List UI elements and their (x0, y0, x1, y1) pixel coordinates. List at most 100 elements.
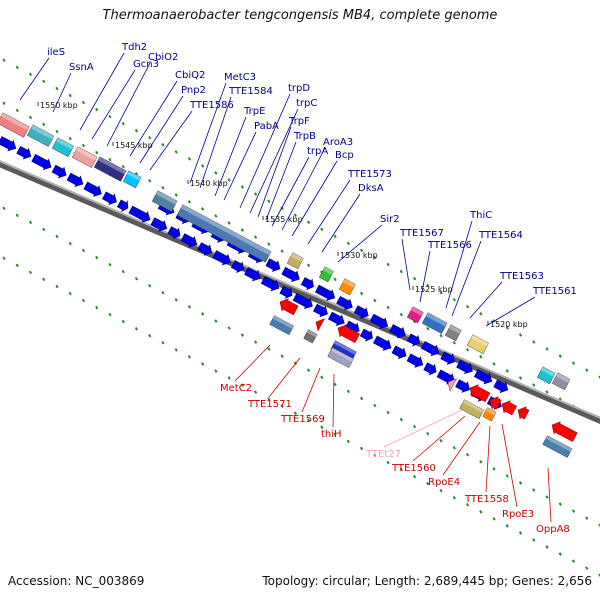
reverse-gene-label: TTE1571 (247, 399, 292, 410)
guide-dot (267, 242, 271, 246)
forward-gene-arrow-shape (83, 181, 102, 197)
gene-block-rect (71, 146, 98, 168)
gene-block-gloss (540, 366, 556, 377)
gene-block (303, 329, 318, 344)
forward-gene-arrow-shape (167, 226, 181, 240)
guide-dot (55, 129, 59, 134)
gene-features (0, 112, 578, 458)
guide-dot (439, 290, 443, 295)
gene-block (318, 266, 334, 283)
guide-dot (465, 305, 470, 309)
scale-tick-label: 1540 kbp (190, 179, 228, 188)
forward-gene-arrow (359, 328, 373, 342)
forward-gene-arrow-shape (328, 311, 345, 326)
forward-gene-label: TTE1563 (499, 271, 544, 282)
guide-dot (293, 411, 297, 415)
genome-backbone (0, 160, 600, 424)
guide-dot (81, 248, 86, 253)
forward-label-leader (199, 96, 232, 189)
guide-dot (15, 65, 19, 70)
guide-dot (161, 186, 165, 190)
guide-dot (571, 509, 576, 513)
guide-dot (214, 369, 218, 373)
forward-gene-arrow (292, 292, 313, 310)
forward-gene-arrow-shape (473, 369, 493, 385)
gene-block-gloss (126, 170, 142, 181)
guide-dot (134, 171, 139, 176)
guide-dot (267, 347, 271, 351)
guide-dot (42, 79, 46, 84)
forward-gene-arrow-shape (180, 233, 198, 248)
gene-block-gloss (410, 306, 424, 316)
guide-dot (68, 136, 72, 141)
guide-dot (254, 235, 258, 239)
guide-dot (373, 403, 377, 408)
map-title: Thermoanaerobacter tengcongensis MB4, co… (102, 8, 498, 23)
scale-tick-label: 1535 kbp (265, 215, 303, 224)
forward-gene-arrow (391, 345, 407, 360)
guide-dot (42, 277, 46, 282)
guide-dot (227, 178, 231, 182)
reverse-gene-label: RpoE3 (502, 509, 534, 520)
guide-dot (359, 291, 364, 296)
reverse-gene-arrow-shape (447, 378, 458, 392)
guide-dot (148, 135, 152, 140)
guide-dot (532, 538, 536, 542)
reverse-label-leader (547, 467, 552, 523)
forward-gene-arrow-shape (456, 359, 473, 375)
guide-dot (333, 277, 337, 282)
forward-gene-arrow-shape (406, 333, 420, 347)
forward-gene-arrow (436, 369, 456, 385)
forward-gene-arrow (265, 258, 281, 272)
scale-tick-label: 1550 kbp (40, 101, 78, 110)
guide-dot (121, 319, 125, 324)
guide-dot (386, 262, 390, 267)
reverse-label-leader (268, 357, 301, 398)
guide-dot (134, 128, 139, 133)
gene-block-gloss (330, 347, 354, 362)
reverse-gene-arrow-shape (489, 396, 502, 410)
guide-dot (399, 312, 403, 317)
forward-gene-arrow (389, 324, 406, 339)
forward-gene-label: AroA3 (323, 137, 353, 148)
guide-dot (518, 333, 523, 337)
guide-dot (307, 368, 311, 373)
guide-dot (452, 297, 456, 302)
guide-dot (134, 326, 139, 331)
forward-gene-arrow (328, 311, 345, 326)
gene-block-rect (327, 347, 354, 368)
scale-tick-label: 1545 kbp (115, 141, 153, 150)
guide-dot (439, 438, 443, 443)
forward-gene-arrow-shape (51, 164, 67, 179)
guide-dot (254, 340, 258, 344)
forward-label-leader (106, 62, 151, 147)
guide-dot (333, 234, 337, 239)
forward-gene-label: MetC3 (224, 72, 256, 83)
guide-dot (174, 348, 178, 352)
forward-gene-arrow (473, 369, 493, 385)
guide-dot (174, 150, 178, 154)
gene-block-rect (338, 278, 356, 296)
guide-dot (68, 93, 72, 98)
forward-gene-arrow-shape (389, 324, 406, 339)
forward-gene-arrow (369, 313, 389, 330)
guide-dot (307, 263, 311, 268)
gene-block (482, 407, 497, 422)
guide-dot (412, 276, 417, 281)
forward-gene-label: trpD (288, 83, 310, 94)
guide-dot (373, 255, 377, 260)
guide-dot (558, 552, 562, 556)
guide-dot (28, 270, 33, 275)
guide-dot (95, 305, 99, 310)
forward-label-leader (291, 160, 338, 237)
forward-gene-arrow (66, 172, 84, 188)
guide-dot (267, 397, 271, 401)
guide-dot (359, 396, 364, 401)
forward-gene-arrow (493, 379, 509, 394)
label-leader-lines (19, 52, 552, 523)
forward-gene-arrow-shape (353, 305, 369, 319)
forward-label-leader (469, 281, 503, 319)
gene-block-gloss (97, 156, 127, 175)
forward-label-leader (307, 179, 351, 245)
guide-dot (452, 495, 456, 500)
